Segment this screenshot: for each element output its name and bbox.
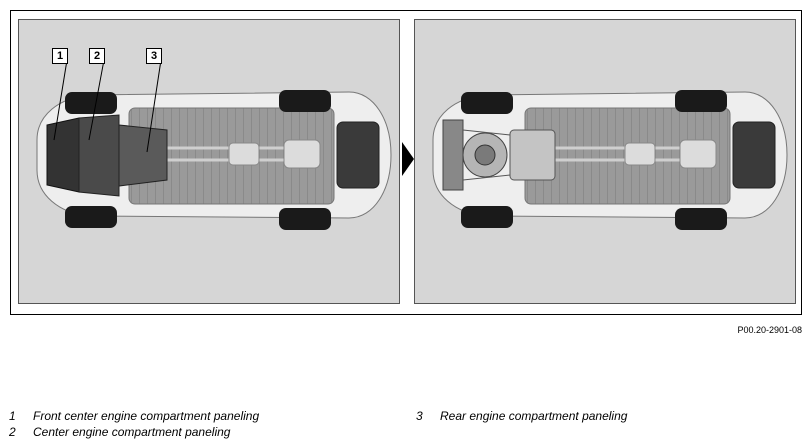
rear-right-wheel <box>279 208 331 230</box>
front-left-wheel <box>65 92 117 114</box>
rear-left-wheel <box>279 90 331 112</box>
legend-number: 2 <box>9 425 16 439</box>
legend-item: 3 Rear engine compartment paneling <box>416 408 627 424</box>
underbody-view-with-paneling <box>18 19 400 304</box>
rear-axle-cover <box>336 121 380 189</box>
muffler-center <box>228 142 260 166</box>
legend-item: 1 Front center engine compartment panelin… <box>9 408 259 424</box>
legend-column-left: 1 Front center engine compartment panelin… <box>9 408 259 440</box>
transition-arrow-icon <box>402 142 414 176</box>
muffler-center <box>624 142 656 166</box>
rear-engine-compartment-paneling <box>118 124 168 187</box>
front-left-wheel <box>461 92 513 114</box>
legend-item: 2 Center engine compartment paneling <box>9 424 259 440</box>
muffler-rear <box>283 139 321 169</box>
callout-3: 3 <box>146 48 162 64</box>
legend-number: 3 <box>416 409 423 423</box>
front-right-wheel <box>461 206 513 228</box>
center-engine-compartment-paneling <box>78 114 120 197</box>
car-underbody-illustration <box>36 59 392 230</box>
rear-left-wheel <box>675 90 727 112</box>
underbody-view-without-paneling <box>414 19 796 304</box>
figure-frame: 1 2 3 <box>10 10 802 315</box>
rear-right-wheel <box>675 208 727 230</box>
front-right-wheel <box>65 206 117 228</box>
legend-text: Front center engine compartment paneling <box>33 409 260 423</box>
callout-1: 1 <box>52 48 68 64</box>
legend-number: 1 <box>9 409 16 423</box>
car-underbody-exposed-illustration <box>432 90 788 230</box>
callout-leaders <box>53 59 162 153</box>
legend-text: Rear engine compartment paneling <box>440 409 628 423</box>
muffler-rear <box>679 139 717 169</box>
legend-column-right: 3 Rear engine compartment paneling <box>416 408 627 424</box>
legend-text: Center engine compartment paneling <box>33 425 231 439</box>
rear-axle-cover <box>732 121 776 189</box>
figure-code: P00.20-2901-08 <box>737 325 802 335</box>
exposed-engine <box>442 119 556 191</box>
front-center-engine-compartment-paneling <box>46 117 80 193</box>
callout-2: 2 <box>89 48 105 64</box>
